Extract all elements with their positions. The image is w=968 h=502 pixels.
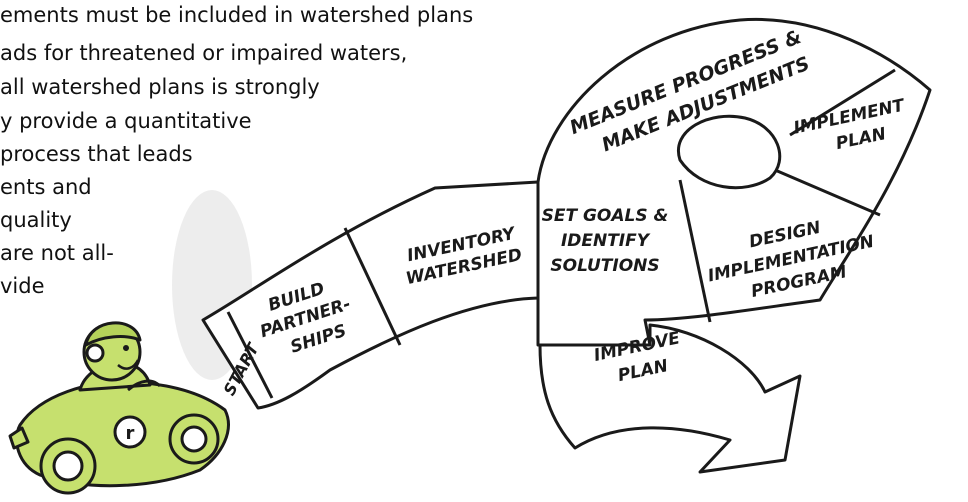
driver-arm (127, 379, 162, 392)
stage-improve-plan: IMPROVE PLAN (592, 328, 682, 386)
driver-smile (117, 359, 140, 370)
stage-set-goals: SET GOALS & IDENTIFY SOLUTIONS (542, 206, 669, 276)
divider-set-goals (678, 179, 712, 323)
rear-wheel-hub (52, 450, 84, 482)
paragraph-line-6: ents and (0, 175, 92, 199)
helmet-badge (85, 343, 105, 363)
divider-build (343, 227, 402, 346)
paragraph-line-4: y provide a quantitative (0, 109, 252, 133)
paragraph-line-2: ads for threatened or impaired waters, (0, 41, 408, 65)
front-wheel-hub (180, 425, 208, 453)
divider-start (226, 311, 274, 399)
car-spoiler (8, 426, 30, 450)
race-car-illustration: r (8, 321, 230, 495)
car-number-badge (113, 415, 147, 449)
car-number-badge-letter: r (126, 423, 135, 444)
paragraph-line-1: ements must be included in watershed pla… (0, 3, 474, 27)
paragraph-line-7: quality (0, 208, 72, 232)
driver-eye (123, 345, 129, 351)
paragraph-line-8: are not all- (0, 241, 114, 265)
process-ribbon (201, 17, 932, 474)
stage-goals-line-2: IDENTIFY (561, 231, 651, 251)
divider-implement (789, 68, 896, 137)
divider-design (774, 168, 881, 217)
paragraph-line-3: all watershed plans is strongly (0, 75, 320, 99)
ribbon-straight (201, 180, 540, 410)
loop-hole (676, 114, 782, 190)
stage-goals-line-1: SET GOALS & (542, 206, 669, 226)
paragraph-line-9: vide (0, 274, 45, 298)
improve-arrow (538, 323, 802, 474)
driver-helmet (84, 321, 142, 347)
segment-dividers (226, 68, 896, 399)
paragraph-line-5: process that leads (0, 142, 193, 166)
stage-goals-line-3: SOLUTIONS (550, 256, 659, 276)
